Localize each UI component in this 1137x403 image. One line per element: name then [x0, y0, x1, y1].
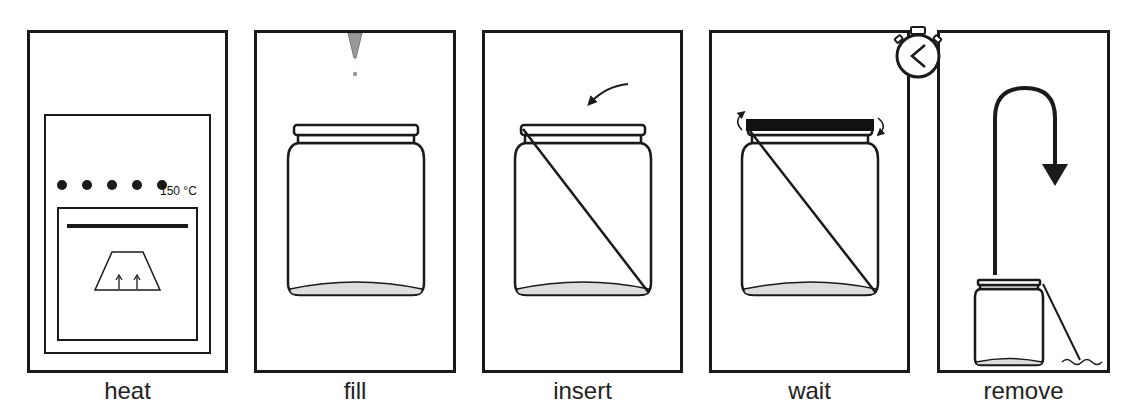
step-label: wait [709, 377, 910, 403]
step-panel: heat [27, 30, 228, 403]
panel-frame [937, 30, 1110, 373]
panel-frame [709, 30, 910, 373]
remove-step [975, 88, 1102, 365]
fill-step [288, 33, 424, 295]
insert-step [515, 84, 651, 295]
step-panel: wait [709, 30, 910, 403]
step-label: insert [482, 377, 683, 403]
step-label: remove [937, 377, 1110, 403]
step-panel: fill [254, 30, 456, 403]
panel-frame [482, 30, 683, 373]
panel-frame [27, 30, 228, 373]
step-panel: insert [482, 30, 683, 403]
temperature-label: 150 °C [160, 184, 197, 198]
oven [45, 115, 210, 353]
step-label: heat [27, 377, 228, 403]
step-panel: remove [937, 30, 1110, 403]
step-label: fill [254, 377, 456, 403]
panel-frame [254, 30, 456, 373]
wait-step [738, 113, 884, 295]
